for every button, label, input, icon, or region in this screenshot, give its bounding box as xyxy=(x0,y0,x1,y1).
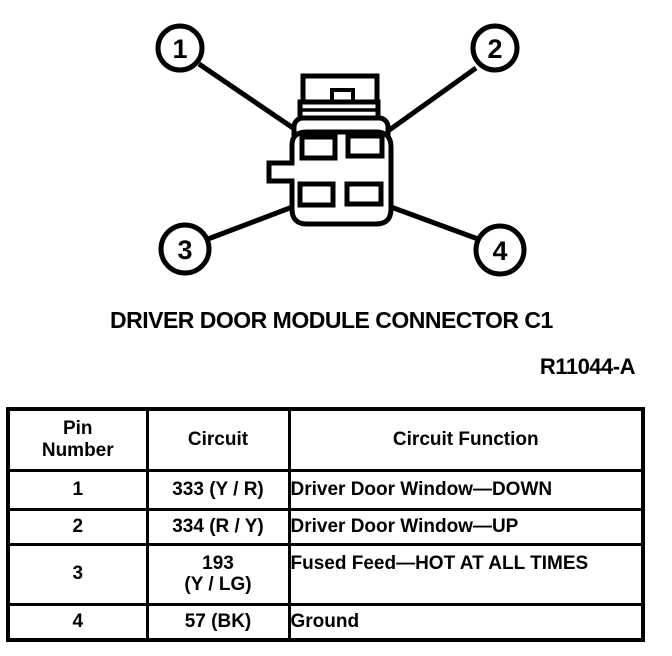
circuit-function-cell: Driver Door Window—UP xyxy=(287,507,645,546)
table-row: 4 57 (BK) Ground xyxy=(6,602,645,642)
col-header-circuit-function: Circuit Function xyxy=(287,407,645,472)
callout-circle-2 xyxy=(470,23,520,73)
leader-line-2 xyxy=(386,65,478,134)
circuit-cell: 193 (Y / LG) xyxy=(145,542,291,606)
circuit-function-cell: Fused Feed—HOT AT ALL TIMES xyxy=(287,542,645,606)
leader-line-1 xyxy=(197,61,298,133)
figure-reference-code: R11044-A xyxy=(539,354,636,379)
circuit-cell: 333 (Y / R) xyxy=(145,468,291,511)
figure-caption: DRIVER DOOR MODULE CONNECTOR C1 xyxy=(110,307,553,333)
pin-cavity-2 xyxy=(345,133,385,159)
callout-circle-1 xyxy=(155,23,205,73)
pin-number-cell: 3 xyxy=(6,542,149,606)
table-row: 3 193 (Y / LG) Fused Feed—HOT AT ALL TIM… xyxy=(6,542,645,606)
pin-cavity-4 xyxy=(344,181,384,207)
pinout-table: Pin Number Circuit Circuit Function 1 33… xyxy=(6,407,645,642)
pin-number-cell: 4 xyxy=(6,602,149,642)
table-row: 1 333 (Y / R) Driver Door Window—DOWN xyxy=(6,468,645,511)
pin-cavity-3 xyxy=(297,181,336,208)
leader-line-4 xyxy=(390,204,479,242)
col-header-pin-number: Pin Number xyxy=(6,407,149,472)
circuit-cell: 57 (BK) xyxy=(145,602,291,642)
pin-cavity-1 xyxy=(299,134,338,161)
callout-circle-4 xyxy=(473,223,527,277)
table-header-row: Pin Number Circuit Circuit Function xyxy=(6,407,645,472)
callout-number-2: 2 xyxy=(487,34,502,64)
circuit-function-cell: Driver Door Window—DOWN xyxy=(287,468,645,511)
connector-figure: 1 2 3 4 xyxy=(155,23,527,277)
col-header-circuit: Circuit xyxy=(145,407,291,472)
table-row: 2 334 (R / Y) Driver Door Window—UP xyxy=(6,507,645,546)
circuit-function-cell: Ground xyxy=(287,602,645,642)
callout-number-1: 1 xyxy=(172,34,187,64)
circuit-cell: 334 (R / Y) xyxy=(145,507,291,546)
leader-line-3 xyxy=(207,203,296,242)
pin-number-cell: 2 xyxy=(6,507,149,546)
connector-latch-tab xyxy=(330,88,355,101)
callout-number-3: 3 xyxy=(177,235,192,265)
pin-number-cell: 1 xyxy=(6,468,149,511)
callout-number-4: 4 xyxy=(492,236,507,266)
callout-circle-3 xyxy=(158,222,212,276)
